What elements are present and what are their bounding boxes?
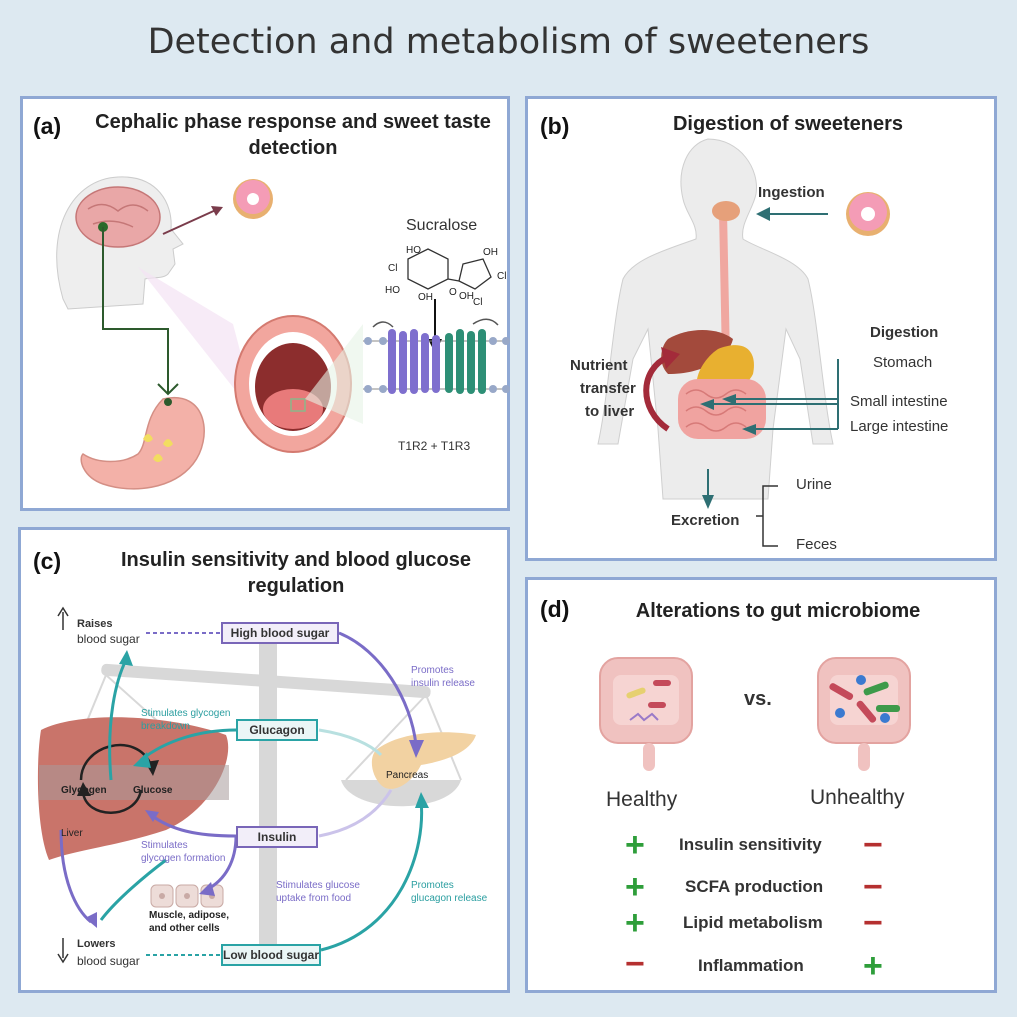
panel-c: (c) Insulin sensitivity and blood glucos… bbox=[18, 527, 510, 993]
sucralose-label: Sucralose bbox=[406, 217, 478, 234]
panel-a-illustration bbox=[56, 176, 510, 490]
vs-label: vs. bbox=[744, 688, 772, 710]
panel-a-label: (a) bbox=[33, 113, 62, 139]
atom-label: OH bbox=[459, 291, 474, 302]
membrane-heads bbox=[364, 337, 510, 393]
promotes-insulin-label: insulin release bbox=[411, 678, 475, 689]
atom-label: Cl bbox=[388, 263, 398, 274]
glucagon-box: Glucagon bbox=[236, 719, 318, 741]
cells-label: Muscle, adipose, bbox=[149, 910, 230, 921]
healthy-label: Healthy bbox=[606, 788, 678, 811]
cells-label: and other cells bbox=[149, 923, 220, 934]
ingestion-label: Ingestion bbox=[758, 184, 825, 201]
sucralose-molecule bbox=[407, 248, 492, 290]
atom-label: Cl bbox=[497, 271, 507, 282]
glycogen-label: Glycogen bbox=[61, 785, 107, 796]
row-label: Lipid metabolism bbox=[683, 913, 823, 932]
low-blood-sugar-box: Low blood sugar bbox=[221, 944, 321, 966]
atom-label: O bbox=[449, 287, 457, 298]
promotes-glucagon-label: Promotes bbox=[411, 880, 454, 891]
to-liver-label: to liver bbox=[585, 403, 635, 420]
t1r3-receptor-icon bbox=[445, 329, 486, 394]
receptor-label: T1R2 + T1R3 bbox=[398, 439, 471, 453]
stim-breakdown-label: breakdown bbox=[141, 721, 190, 732]
raises-label: Raises bbox=[77, 618, 113, 630]
atom-label: Cl bbox=[473, 297, 483, 308]
stim-formation-label: glycogen formation bbox=[141, 853, 226, 864]
stim-uptake-label: uptake from food bbox=[276, 893, 352, 904]
t1r2-receptor-icon bbox=[388, 329, 440, 394]
atom-label: OH bbox=[418, 292, 433, 303]
insulin-box: Insulin bbox=[236, 826, 318, 848]
glucose-label: Glucose bbox=[133, 785, 173, 796]
atom-label: HO bbox=[385, 285, 400, 296]
panel-c-label: (c) bbox=[33, 548, 62, 574]
row-healthy-sign: + bbox=[625, 868, 645, 906]
raises-sub-label: blood sugar bbox=[77, 632, 140, 646]
row-label: Inflammation bbox=[698, 956, 804, 975]
liver-icon bbox=[661, 330, 733, 374]
panel-b-title: Digestion of sweeteners bbox=[672, 113, 904, 135]
unhealthy-label: Unhealthy bbox=[810, 786, 905, 809]
healthy-gut-icon bbox=[599, 657, 693, 771]
transfer-label: transfer bbox=[580, 380, 636, 397]
panel-d-illustration bbox=[599, 657, 911, 771]
row-unhealthy-sign: − bbox=[863, 868, 883, 906]
row-unhealthy-sign: − bbox=[863, 904, 883, 942]
stim-breakdown-label: Stimulates glycogen bbox=[141, 708, 231, 719]
row-healthy-sign: + bbox=[625, 826, 645, 864]
row-healthy-sign: + bbox=[625, 904, 645, 942]
panel-a: (a) Cephalic phase response and sweet ta… bbox=[20, 96, 510, 511]
row-label: SCFA production bbox=[685, 877, 824, 896]
pancreas-icon bbox=[371, 732, 476, 789]
panel-d-title: Alterations to gut microbiome bbox=[635, 600, 921, 622]
high-blood-sugar-box: High blood sugar bbox=[221, 622, 339, 644]
digestion-label: Digestion bbox=[870, 324, 939, 341]
panel-a-title: Cephalic phase response and sweet taste … bbox=[95, 111, 491, 160]
row-label: Insulin sensitivity bbox=[679, 835, 822, 854]
feces-label: Feces bbox=[796, 536, 837, 553]
row-healthy-sign: − bbox=[625, 945, 645, 983]
panel-b-label: (b) bbox=[540, 113, 570, 139]
panel-c-title: Insulin sensitivity and blood glucose re… bbox=[120, 549, 472, 598]
body-silhouette bbox=[597, 138, 834, 500]
unhealthy-gut-icon bbox=[817, 657, 911, 771]
balance-scale-icon bbox=[101, 630, 461, 964]
intestines-icon bbox=[678, 379, 766, 439]
nutrient-label: Nutrient bbox=[570, 357, 628, 374]
brain-icon bbox=[75, 186, 161, 248]
row-unhealthy-sign: − bbox=[863, 826, 883, 864]
panel-b-illustration bbox=[597, 138, 890, 547]
lowers-label: Lowers bbox=[77, 938, 116, 950]
large-intestine-label: Large intestine bbox=[850, 418, 949, 435]
panel-c-illustration bbox=[37, 606, 476, 964]
main-title: Detection and metabolism of sweeteners bbox=[147, 22, 870, 62]
excretion-label: Excretion bbox=[671, 512, 740, 529]
stim-uptake-label: Stimulates glucose bbox=[276, 880, 360, 891]
panel-b: (b) Digestion of sweeteners bbox=[525, 96, 997, 561]
stomach-icon bbox=[80, 396, 205, 490]
lowers-sub-label: blood sugar bbox=[77, 954, 140, 968]
pancreas-label: Pancreas bbox=[386, 770, 429, 781]
atom-label: OH bbox=[483, 247, 498, 258]
liver-label: Liver bbox=[61, 828, 83, 839]
panel-d-label: (d) bbox=[540, 596, 570, 622]
promotes-glucagon-label: glucagon release bbox=[411, 893, 488, 904]
panel-d: (d) Alterations to gut microbiome vs. bbox=[525, 577, 997, 993]
small-intestine-label: Small intestine bbox=[850, 393, 948, 410]
stomach-label: Stomach bbox=[873, 354, 933, 371]
stim-formation-label: Stimulates bbox=[141, 840, 188, 851]
row-unhealthy-sign: + bbox=[863, 947, 883, 985]
urine-label: Urine bbox=[796, 476, 832, 493]
promotes-insulin-label: Promotes bbox=[411, 665, 454, 676]
atom-label: HO bbox=[406, 245, 421, 256]
